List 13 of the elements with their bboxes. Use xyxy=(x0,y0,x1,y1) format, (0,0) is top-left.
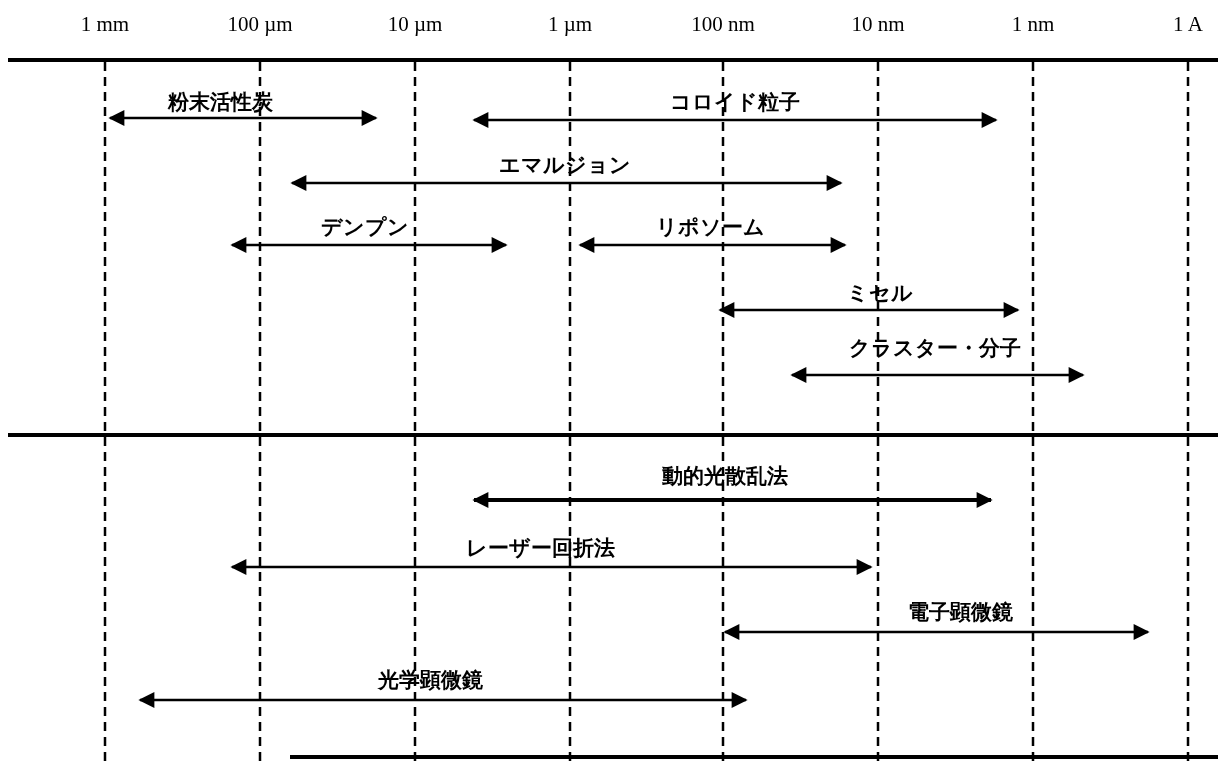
scale-label: 100 µm xyxy=(227,14,293,35)
range-label: 光学顕微鏡 xyxy=(377,670,483,691)
scale-label: 1 mm xyxy=(80,14,130,35)
scale-label: 1 µm xyxy=(547,14,593,35)
range-label: クラスター・分子 xyxy=(849,338,1021,359)
scale-label: 1 nm xyxy=(1011,14,1055,35)
scale-label: 10 nm xyxy=(851,14,905,35)
range-label: リポソーム xyxy=(655,217,765,238)
scale-label: 10 µm xyxy=(387,14,443,35)
range-label: 電子顕微鏡 xyxy=(907,602,1013,623)
range-label: デンプン xyxy=(321,217,409,238)
scale-label: 1 A xyxy=(1173,14,1203,35)
scale-label: 100 nm xyxy=(691,14,755,35)
